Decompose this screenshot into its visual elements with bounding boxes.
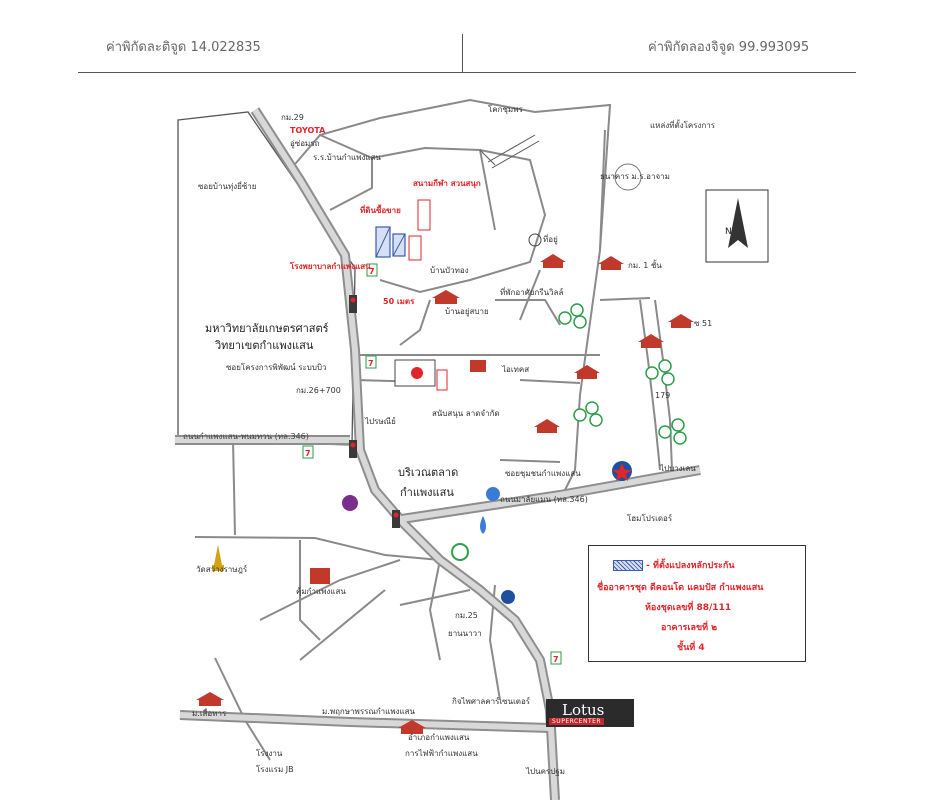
north-arrow-icon <box>728 198 748 248</box>
stream-line-b <box>654 299 673 471</box>
latitude-label: ค่าพิกัดละติจูด 14.022835 <box>106 40 261 55</box>
to-bangkok-label: ไปนครปฐม <box>526 767 565 776</box>
longitude-label: ค่าพิกัดลองจิจูด 99.993095 <box>648 40 810 55</box>
soi-community-label: ซอยชุมชนกำแพงแสน <box>505 469 581 478</box>
legend-row-5: ชั้นที่ 4 <box>677 643 705 653</box>
legend-collateral-text: - ที่ตั้งแปลงหลักประกัน <box>646 561 735 571</box>
district-label: อำเภอกำแพงแสน <box>408 733 470 742</box>
legend-row-4: อาคารเลขที่ ๒ <box>661 623 718 633</box>
water-drop-icon <box>480 516 486 534</box>
legend-row-1: - ที่ตั้งแปลงหลักประกัน <box>613 558 734 572</box>
condo-location-pin <box>411 367 423 379</box>
greenville-label: ที่พักอาศัยกรีนวิลล์ <box>500 288 564 297</box>
factory-jb-label: โรงแรม JB <box>256 765 294 774</box>
stadium-label: สนามกีฬา สวนสนุก <box>413 179 481 188</box>
project-land-icon <box>614 163 642 191</box>
school-label: ร.ร.บ้านกำแพงแสน <box>313 153 381 162</box>
kbank-icon <box>451 543 469 561</box>
bank-label: ธนาคาร ม.ร.อาจาม <box>600 172 670 181</box>
toyota-label: TOYOTA <box>290 126 326 135</box>
km25-label: กม.25 <box>455 611 478 620</box>
campus-name: มหาวิทยาลัยเกษตรศาสตร์ <box>205 322 329 335</box>
khamsarn-label: สนับสนุน ลาดจำกัด <box>432 409 500 418</box>
stream-line-a <box>639 299 661 471</box>
tree-icons <box>558 303 687 445</box>
bank-icon <box>486 487 500 501</box>
gas-station-icon <box>501 590 515 604</box>
post-office-label: ไปรษณีย์ <box>365 417 396 426</box>
meiko-label: ม.เสื่อทาร <box>192 709 227 718</box>
north-label: N <box>725 227 732 237</box>
ban-buathong-label: บ้านบัวทอง <box>430 266 469 275</box>
railway-crossing <box>479 134 540 169</box>
factory-label: โรงงาน <box>256 749 283 758</box>
ban-ruamsuk-label: บ้านอยู่สบาย <box>445 307 489 316</box>
svg-text:7: 7 <box>368 359 374 368</box>
market-sublabel: กำแพงแสน <box>400 486 454 499</box>
homepro-label: โฮมโปรเดอร์ <box>627 514 673 523</box>
project-land-label: แหล่งที่ตั้งโครงการ <box>650 121 716 130</box>
lower-road-label: ถนนมาลัยแมน (ทล.346) <box>500 495 588 504</box>
to-banglen-label: ไปบางเลน <box>660 464 696 473</box>
road-346-label: ถนนกำแพงแสน-พนมทวน (ทล.346) <box>183 432 309 441</box>
coordinate-header: ค่าพิกัดละติจูด 14.022835 ค่าพิกัดลองจิจ… <box>78 30 856 73</box>
svg-text:7: 7 <box>553 655 559 664</box>
lotus-express-label: ไอเทคส <box>502 365 530 374</box>
collateral-markers <box>375 226 406 258</box>
house-icons <box>196 254 694 734</box>
main-road-fill <box>175 108 701 800</box>
kokchumphon-label: โคกชุมพร <box>488 105 523 114</box>
svg-text:7: 7 <box>369 267 375 276</box>
km1-label: กม. 1 ชั้น <box>628 261 662 270</box>
hospital-building <box>417 199 431 231</box>
condo-area-label: คุ้มกำแพงแสน <box>296 587 346 596</box>
km29-label: กม.29 <box>281 113 304 122</box>
legend-row-2: ชื่ออาคารชุด ดีคอนโด แคมปัส กำแพงแสน <box>597 583 764 593</box>
condo-sign <box>436 369 448 391</box>
temple-icon <box>214 545 222 565</box>
lotus-logo: Lotus SUPERCENTER <box>546 699 634 727</box>
park-label: ม.พฤกษาพรรณกำแพงแสน <box>322 707 416 716</box>
yannawa-label: ยานนาวา <box>448 629 482 638</box>
pole-icon <box>528 233 542 247</box>
gov-office-label: การไฟฟ้ากำแพงแสน <box>405 749 478 758</box>
header-divider <box>462 34 463 72</box>
traffic-lights <box>349 295 400 528</box>
pole-label: ที่อยู่ <box>543 235 558 244</box>
number-179-label: 179 <box>655 391 671 400</box>
kijcharoen-label: กิจไพศาลคาร์เซนเตอร์ <box>452 697 531 706</box>
soi-bonus-label: ซอยบ้านทุ่งยี่ซ้าย <box>198 182 257 191</box>
scb-bank-icon <box>342 495 358 511</box>
collateral-swatch-icon <box>613 560 643 571</box>
wat-label: วัดสว่างราษฎร์ <box>196 565 248 574</box>
repair-shop-label: อู่ซ่อมรถ <box>290 139 320 148</box>
buyer-land-label: ที่ดินซื้อขาย <box>360 206 401 215</box>
soi51-label: ซ 51 <box>694 319 713 328</box>
legend-row-3: ห้องชุดเลขที่ 88/111 <box>645 603 732 613</box>
campus-subname: วิทยาเขตกำแพงแสน <box>215 339 314 352</box>
km26-label: กม.26+700 <box>296 386 341 395</box>
lotus-sub: SUPERCENTER <box>549 718 605 725</box>
distance-label: 50 เมตร <box>383 297 415 306</box>
lotus-name: Lotus <box>562 701 605 719</box>
soi-research-label: ซอยโครงการพิพัฒน์ ระบบบิว <box>226 363 327 372</box>
hospital-label: โรงพยาบาลกำแพงแสน <box>290 262 371 271</box>
caltex-star-icon <box>612 463 632 481</box>
market-label: บริเวณตลาด <box>398 466 459 479</box>
legend-box: - ที่ตั้งแปลงหลักประกัน ชื่ออาคารชุด ดีค… <box>588 545 806 662</box>
stadium-building <box>408 235 422 261</box>
seven-eleven-icons: 7 7 7 7 <box>302 263 562 665</box>
svg-text:7: 7 <box>305 449 311 458</box>
